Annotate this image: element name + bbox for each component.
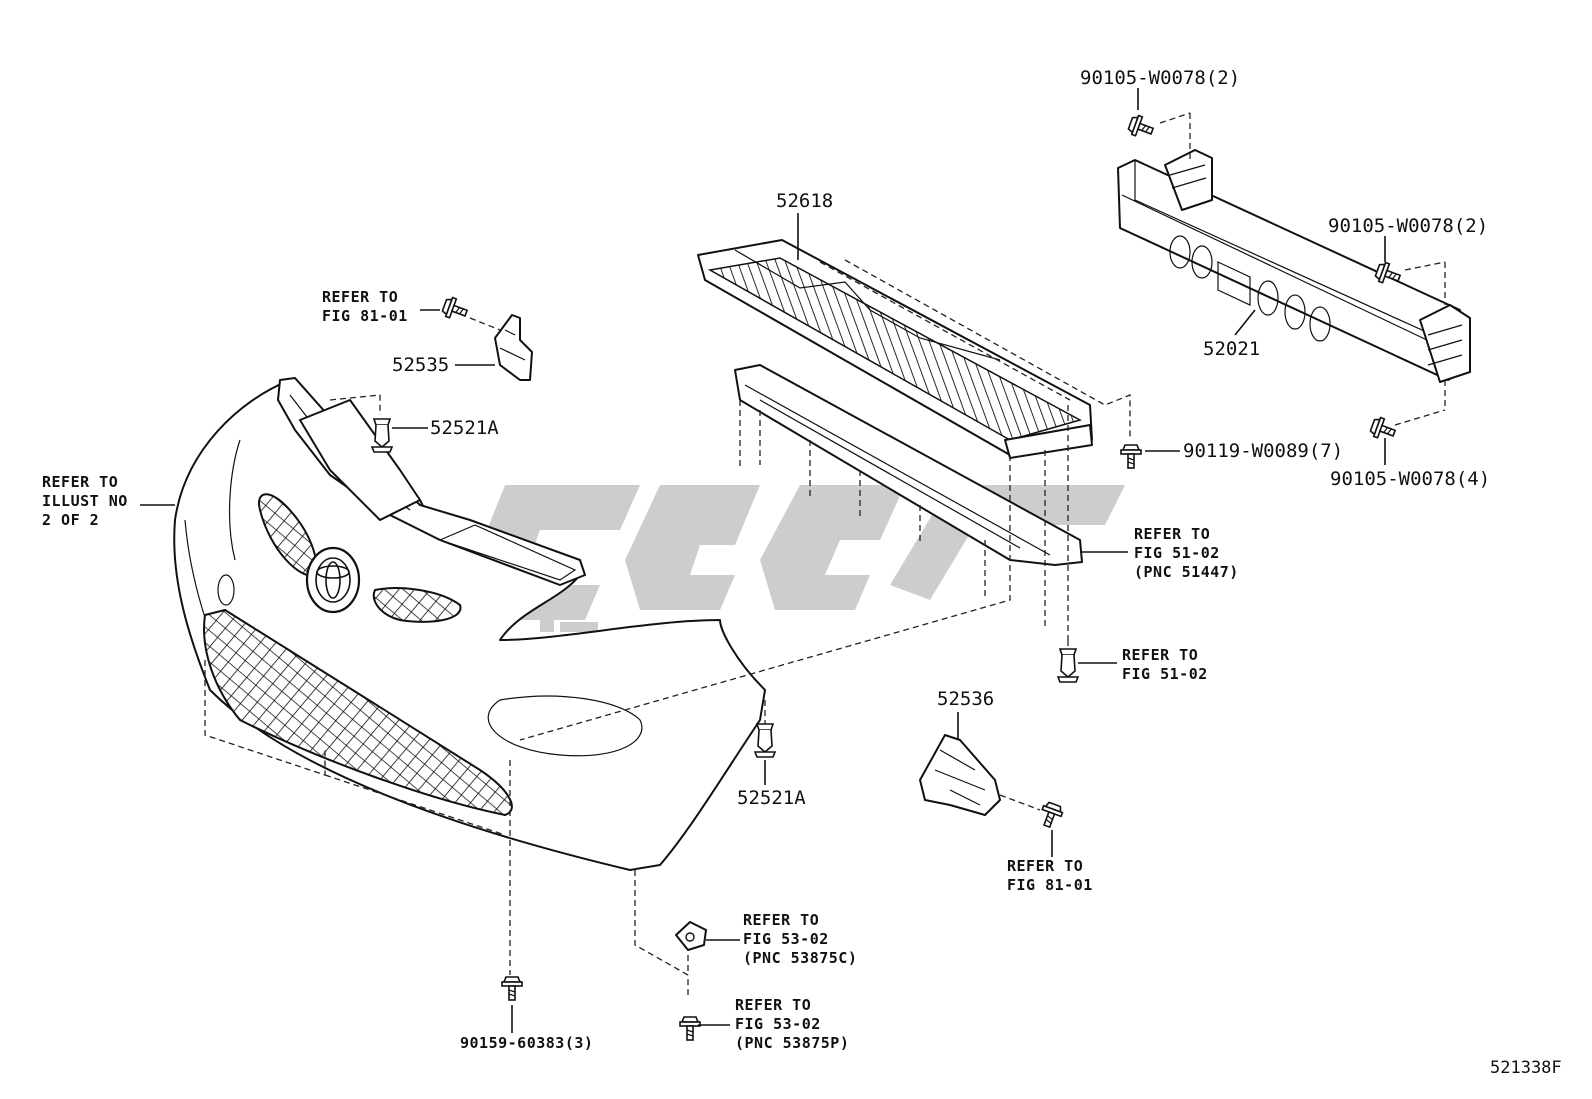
label-bolt-right-low: 90105-W0078(4) <box>1330 468 1491 490</box>
label-refer-fig53-c: REFER TO FIG 53-02 (PNC 53875C) <box>743 911 858 967</box>
clip-fig51-02 <box>1057 648 1079 683</box>
label-clip-52521a-top: 52521A <box>430 417 499 439</box>
label-bolt-90119: 90119-W0089(7) <box>1183 440 1344 462</box>
bolt-52536 <box>1036 800 1065 831</box>
label-screw-90159: 90159-60383(3) <box>460 1034 594 1052</box>
assembly-dashed-lines <box>204 112 1446 995</box>
energy-absorber-52618 <box>697 239 1093 459</box>
label-refer-fig51-pnc: REFER TO FIG 51-02 (PNC 51447) <box>1134 525 1239 581</box>
diagram-code: 521338F <box>1490 1058 1562 1078</box>
bracket-52536 <box>919 734 1001 816</box>
bracket-52535 <box>494 314 533 381</box>
label-refer-fig51: REFER TO FIG 51-02 <box>1122 646 1208 683</box>
bolt-right-low <box>1368 415 1399 444</box>
clip-52521a-bottom <box>754 723 776 758</box>
label-bolt-right-mid: 90105-W0078(2) <box>1328 215 1489 237</box>
lower-retainer-51447 <box>734 364 1083 566</box>
front-bumper-cover <box>173 377 766 871</box>
label-clip-52521a-bottom: 52521A <box>737 787 806 809</box>
bumper-reinforcement-52021 <box>1117 149 1471 383</box>
label-part-52536: 52536 <box>937 688 995 710</box>
screw-90159 <box>501 976 523 1001</box>
label-refer-fig53-p: REFER TO FIG 53-02 (PNC 53875P) <box>735 996 850 1052</box>
nut-53875c <box>675 921 707 951</box>
leader-lines <box>140 88 1386 1033</box>
label-part-52535: 52535 <box>392 354 450 376</box>
label-refer-fig81-bottom: REFER TO FIG 81-01 <box>1007 857 1093 894</box>
label-part-52618: 52618 <box>776 190 834 212</box>
bolt-52535 <box>440 295 471 324</box>
label-refer-illust: REFER TO ILLUST NO 2 OF 2 <box>42 473 128 529</box>
label-bolt-top: 90105-W0078(2) <box>1080 67 1241 89</box>
bolt-90119 <box>1120 444 1142 469</box>
screw-53875p <box>679 1016 701 1041</box>
bolt-top <box>1126 113 1157 142</box>
label-part-52021: 52021 <box>1203 338 1261 360</box>
label-refer-fig81-top: REFER TO FIG 81-01 <box>322 288 408 325</box>
clip-52521a-top <box>371 418 393 453</box>
